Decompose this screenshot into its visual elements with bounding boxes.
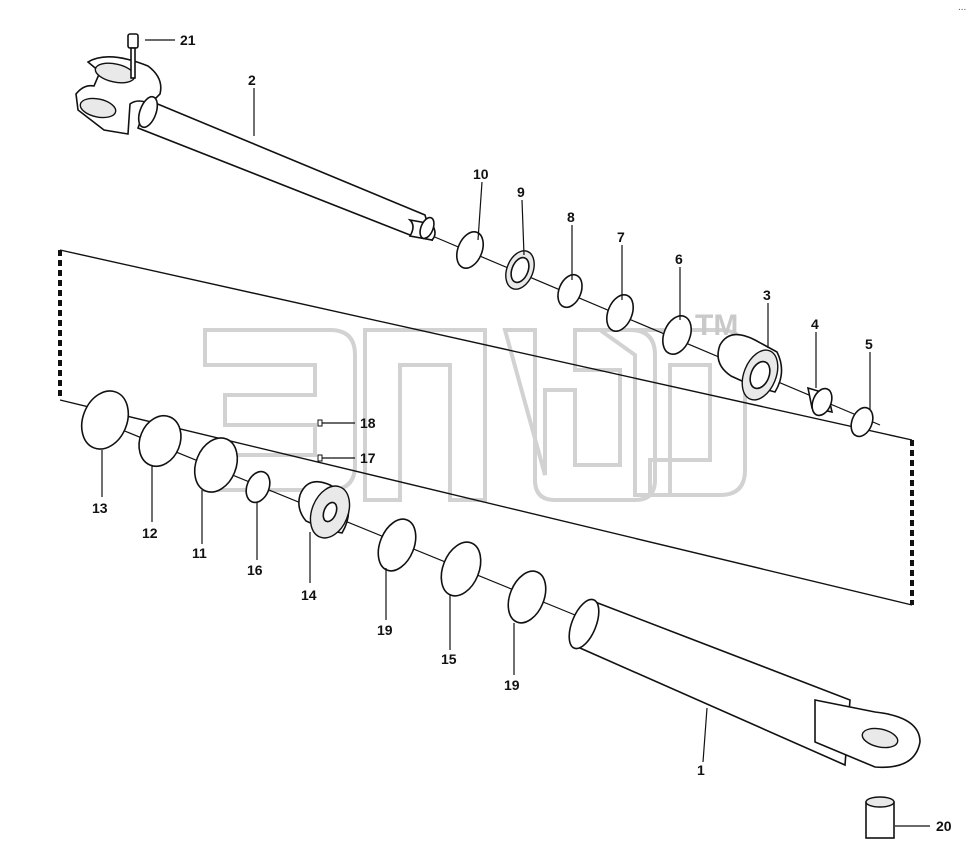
callout-4: 4 <box>811 316 819 332</box>
callout-3: 3 <box>763 287 771 303</box>
ring-12 <box>138 414 182 468</box>
callout-labels: 21 2 10 9 8 7 6 3 4 5 18 17 13 12 11 16 … <box>92 32 952 834</box>
callout-19b: 19 <box>504 677 520 693</box>
seal-15 <box>440 541 482 597</box>
piston <box>298 419 351 539</box>
dashed-frame <box>58 249 914 606</box>
callout-10: 10 <box>473 166 489 182</box>
ring-11 <box>193 437 239 493</box>
grease-nipple <box>127 33 139 79</box>
wear-ring-19a <box>377 518 417 572</box>
callout-15: 15 <box>441 651 457 667</box>
callout-5: 5 <box>865 336 873 352</box>
callout-18: 18 <box>360 415 376 431</box>
callout-21: 21 <box>180 32 196 48</box>
bushing-20 <box>865 796 895 839</box>
snap-ring-10 <box>455 231 485 269</box>
piston-rod <box>75 56 436 242</box>
callout-7: 7 <box>617 229 625 245</box>
ring-6 <box>662 315 692 355</box>
ring-7 <box>605 294 635 332</box>
bushing <box>806 386 834 417</box>
callout-14: 14 <box>301 587 317 603</box>
seal-ring-9 <box>505 250 535 290</box>
callout-12: 12 <box>142 525 158 541</box>
callout-1: 1 <box>697 762 705 778</box>
ring-13 <box>80 390 130 450</box>
callout-11: 11 <box>192 545 207 561</box>
ring-16 <box>245 470 271 504</box>
callout-13: 13 <box>92 500 108 516</box>
callout-2: 2 <box>248 72 256 88</box>
ring-8 <box>557 273 583 309</box>
cylinder-tube <box>568 598 921 769</box>
callout-9: 9 <box>517 184 525 200</box>
rod-axis-line <box>429 234 881 426</box>
callout-20: 20 <box>936 818 952 834</box>
callout-8: 8 <box>567 209 575 225</box>
callout-6: 6 <box>675 251 683 267</box>
snap-ring-5 <box>850 406 874 438</box>
callout-16: 16 <box>247 562 263 578</box>
leader-lines <box>101 39 930 827</box>
corner-mark: ... <box>958 2 966 13</box>
callout-19a: 19 <box>377 622 393 638</box>
callout-17: 17 <box>360 450 376 466</box>
wear-ring-19b <box>507 570 547 624</box>
gland-head <box>717 333 783 401</box>
